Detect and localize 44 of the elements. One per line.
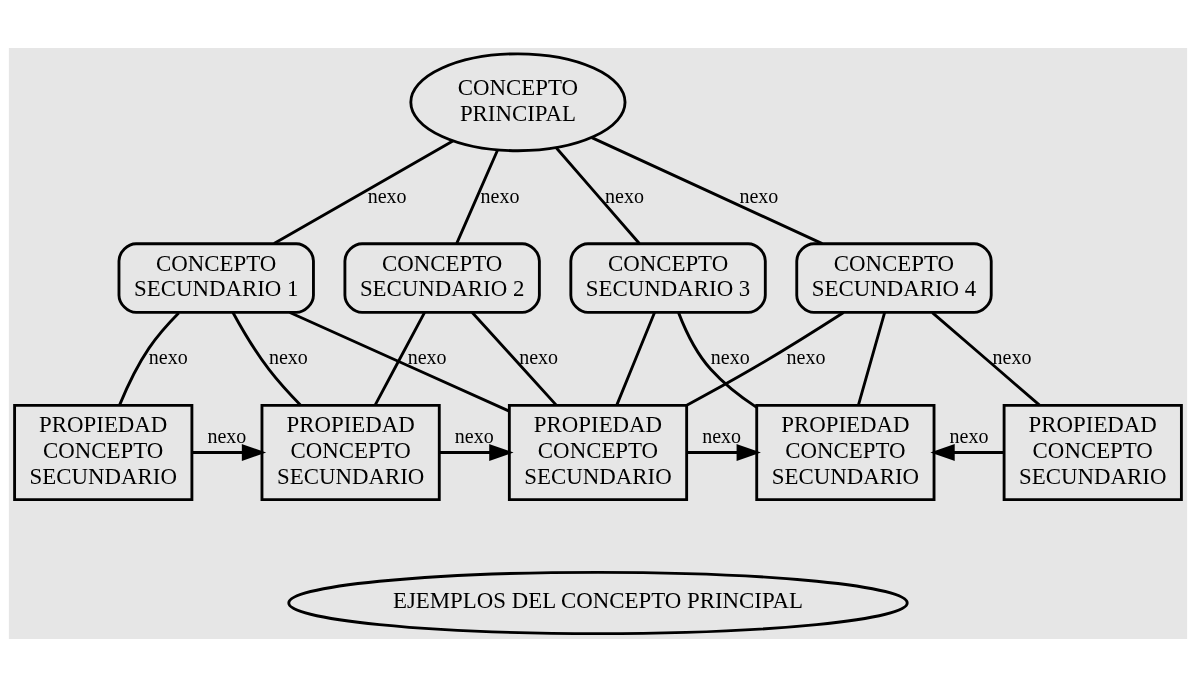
node-box: PROPIEDAD CONCEPTO SECUNDARIO <box>13 403 194 502</box>
connector <box>273 139 454 245</box>
node-box: CONCEPTO SECUNDARIO 1 <box>117 242 315 314</box>
connector <box>686 311 845 407</box>
edge-label: nexo <box>605 184 644 207</box>
node-box: CONCEPTO SECUNDARIO 2 <box>343 242 541 314</box>
connector <box>615 312 656 406</box>
connector <box>471 311 558 407</box>
connector <box>591 136 823 245</box>
edge-label: nexo <box>710 346 750 369</box>
edge-label: nexo <box>367 184 407 207</box>
node-box: PROPIEDAD CONCEPTO SECUNDARIO <box>260 403 441 502</box>
edge-label: nexo <box>268 346 308 369</box>
connector <box>231 311 302 407</box>
edge-label: nexo <box>992 346 1032 369</box>
node-box: PROPIEDAD CONCEPTO SECUNDARIO <box>507 403 689 502</box>
connector <box>455 149 499 244</box>
connector <box>677 312 758 409</box>
connector <box>555 146 641 245</box>
node-ellipse: EJEMPLOS DEL CONCEPTO PRINCIPAL <box>287 570 909 635</box>
edge-label: nexo <box>407 346 447 369</box>
arrow <box>439 443 514 461</box>
node-box: PROPIEDAD CONCEPTO SECUNDARIO <box>755 403 936 502</box>
node-ellipse: CONCEPTO PRINCIPAL <box>409 52 627 153</box>
node-box: PROPIEDAD CONCEPTO SECUNDARIO <box>1002 403 1183 502</box>
edge-label: nexo <box>519 346 559 369</box>
edge-label: nexo <box>949 424 989 447</box>
connector <box>118 311 180 406</box>
edge-label: nexo <box>454 424 494 447</box>
arrow <box>687 443 761 461</box>
edge-label: nexo <box>480 184 520 207</box>
edge-label: nexo <box>148 346 188 369</box>
arrow <box>930 443 1004 461</box>
connector <box>931 311 1041 407</box>
connector <box>289 311 510 413</box>
connector <box>373 311 426 406</box>
node-box: CONCEPTO SECUNDARIO 4 <box>795 242 993 314</box>
edge-label: nexo <box>207 424 247 447</box>
node-box: CONCEPTO SECUNDARIO 3 <box>569 242 767 314</box>
edge-label: nexo <box>786 346 826 369</box>
edge-label: nexo <box>739 184 779 207</box>
edge-label: nexo <box>702 424 742 447</box>
arrow <box>192 443 267 461</box>
connector <box>857 312 886 406</box>
